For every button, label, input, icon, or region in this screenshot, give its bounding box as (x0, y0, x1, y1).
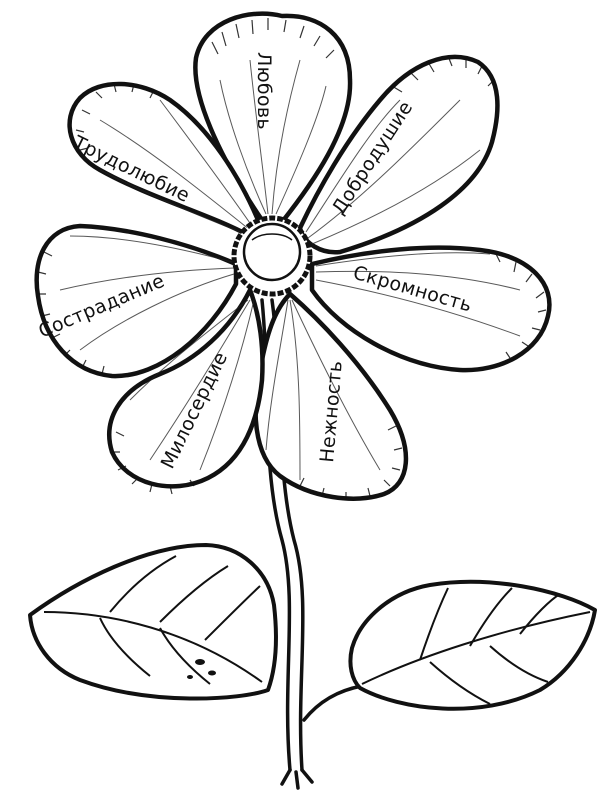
left-leaf (30, 545, 276, 699)
flower-center (234, 218, 310, 294)
label-lyubov: Любовь (253, 52, 275, 130)
right-leaf (304, 582, 595, 720)
